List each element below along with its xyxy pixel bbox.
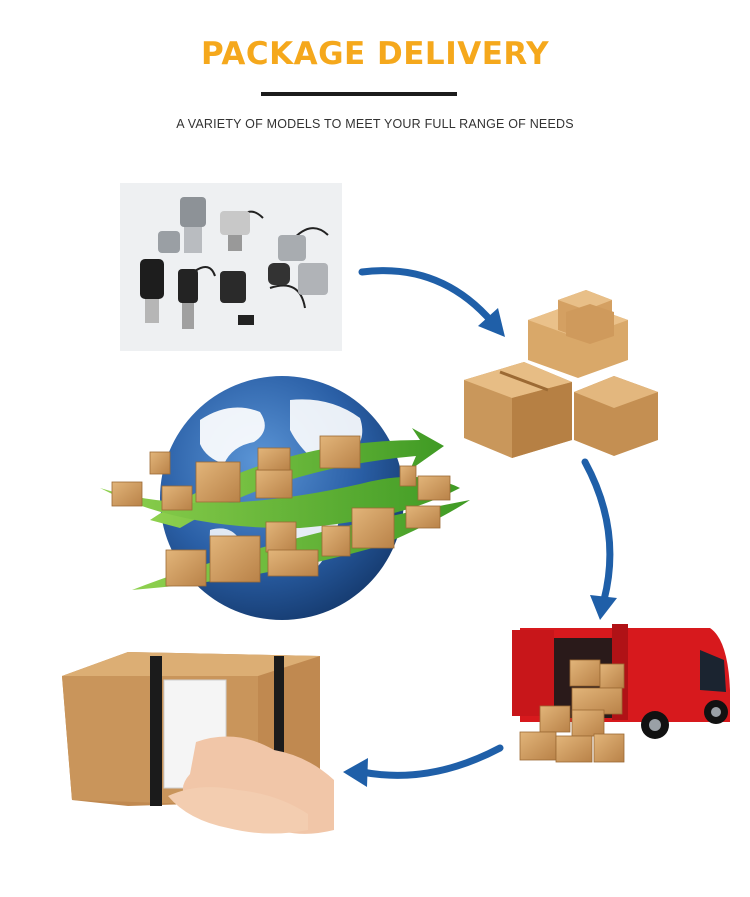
delivery-van — [512, 624, 730, 763]
arrow-to-delivered — [343, 744, 504, 787]
page-subtitle: A VARIETY OF MODELS TO MEET YOUR FULL RA… — [176, 117, 574, 131]
page-title: PACKAGE DELIVERY — [200, 36, 550, 72]
box-in-hands — [62, 652, 334, 834]
solenoid-valves-photo — [120, 183, 342, 351]
arrow-to-packing — [358, 267, 505, 337]
arrow-to-van — [581, 458, 617, 620]
cardboard-boxes-stack — [464, 290, 658, 458]
globe-with-parcels — [100, 376, 470, 620]
title-divider — [261, 92, 457, 96]
